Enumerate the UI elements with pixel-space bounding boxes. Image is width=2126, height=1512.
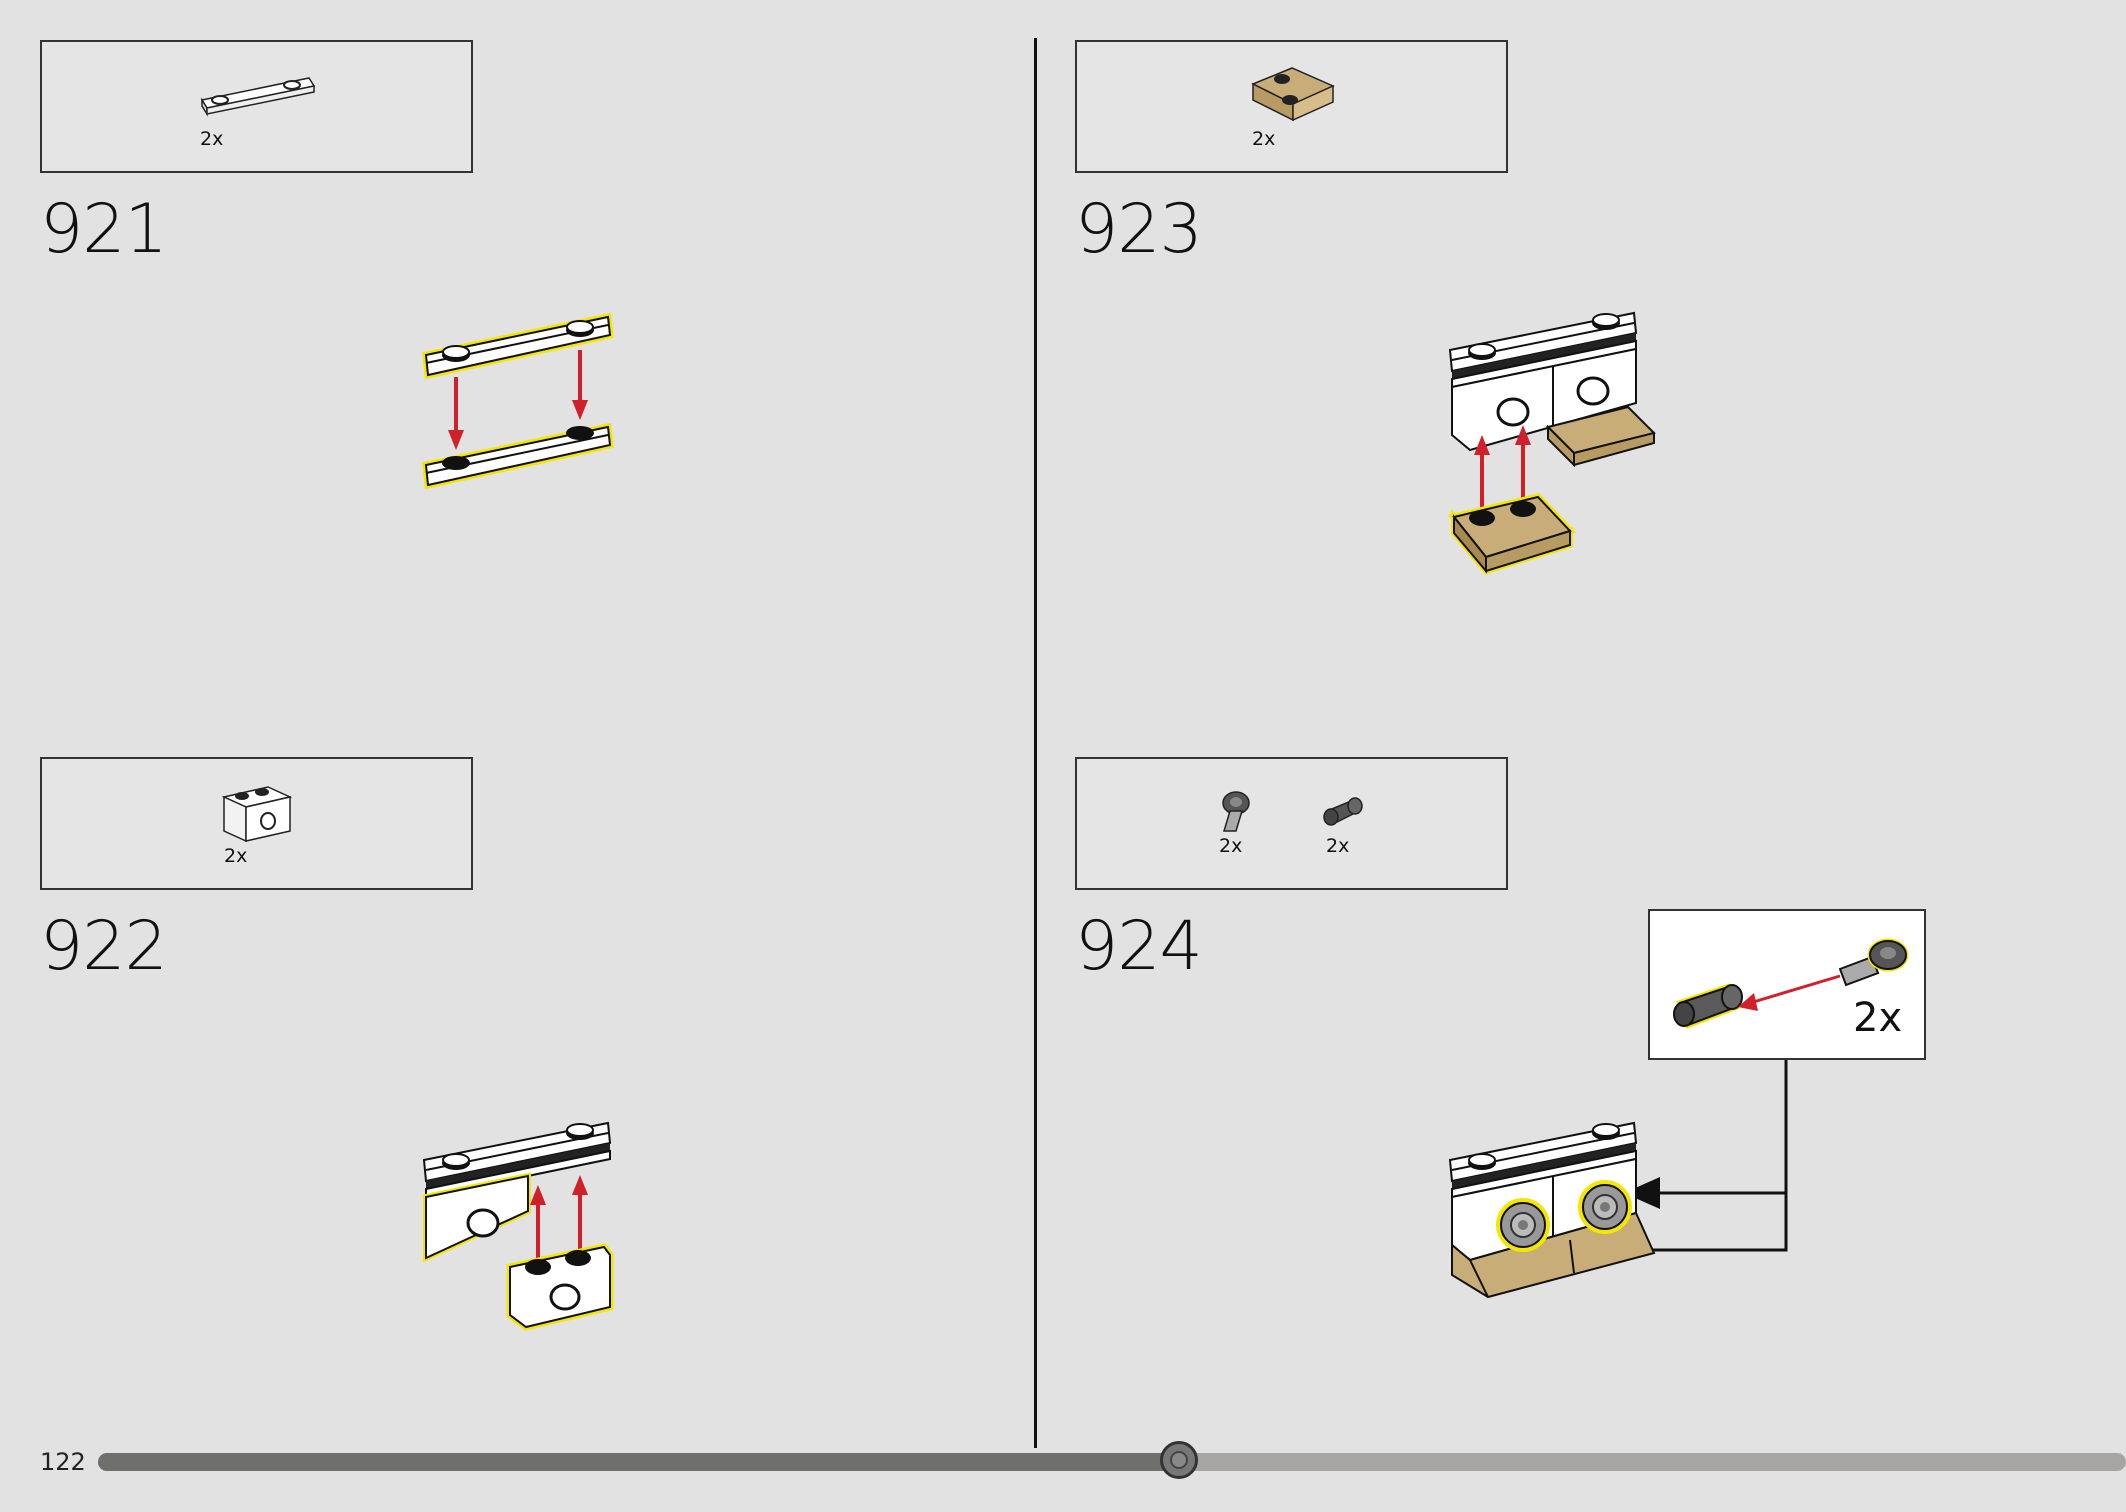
parts-list-924: 2x 2x <box>1075 757 1508 890</box>
insert-arrow-icon <box>1624 1177 1660 1209</box>
step-923-illustration <box>1447 311 1656 575</box>
step-922-illustration <box>422 1121 614 1331</box>
step-number-921: 921 <box>40 190 168 269</box>
parts-list-922: 2x <box>40 757 473 890</box>
parts-list-923: 2x <box>1075 40 1508 173</box>
white-plate-1x4-icon <box>200 77 316 117</box>
page-number: 122 <box>40 1448 86 1476</box>
parts-list-921: 2x <box>40 40 473 173</box>
white-technic-brick-1x2-icon <box>221 786 293 843</box>
progress-fill <box>98 1453 1179 1471</box>
step-number-922: 922 <box>40 907 168 986</box>
part-qty: 2x <box>1326 835 1350 857</box>
step-number-923: 923 <box>1075 190 1203 269</box>
page-divider <box>1034 38 1037 1448</box>
pin-assembly-icon <box>1673 938 1909 1029</box>
callout-qty: 2x <box>1853 995 1903 1041</box>
grey-ball-joint-icon <box>1222 791 1250 832</box>
progress-knob[interactable] <box>1160 1441 1198 1479</box>
part-qty: 2x <box>224 845 248 867</box>
step-924-illustration <box>1448 1121 1656 1299</box>
sub-assembly-callout: 2x <box>1648 909 1926 1060</box>
step-number-924: 924 <box>1075 907 1203 986</box>
part-qty: 2x <box>200 128 224 150</box>
part-qty: 2x <box>1252 128 1276 150</box>
progress-bar[interactable] <box>98 1453 2126 1471</box>
dark-grey-pin-icon <box>1323 797 1363 826</box>
step-921-illustration <box>422 312 614 490</box>
part-qty: 2x <box>1219 835 1243 857</box>
tan-plate-2x2-icon <box>1251 67 1335 122</box>
